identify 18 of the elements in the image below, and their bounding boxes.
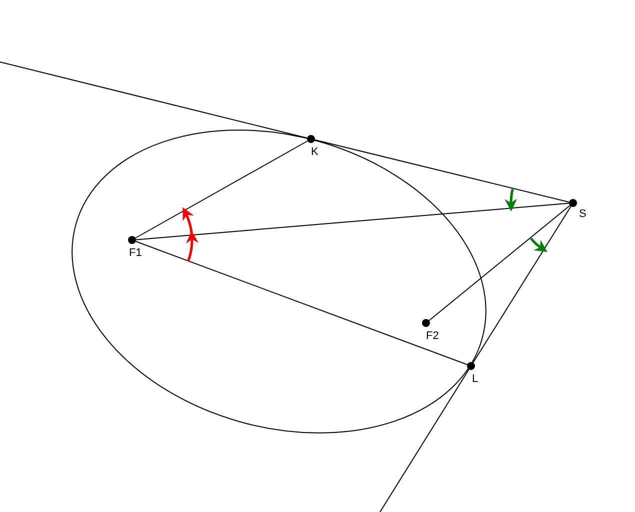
line [472,206,572,364]
line [428,205,570,321]
point-label: L [472,374,478,385]
point-label: S [579,209,586,220]
line [0,62,308,138]
point [307,135,315,143]
point-label: F1 [129,248,142,259]
point [128,236,136,244]
line [314,139,570,203]
point-label: K [311,147,318,158]
line [380,368,470,512]
point [422,319,430,327]
point [467,362,475,370]
line [135,140,308,238]
point [569,199,577,207]
point-label: F2 [426,331,439,342]
line [135,240,468,366]
line [136,202,570,240]
